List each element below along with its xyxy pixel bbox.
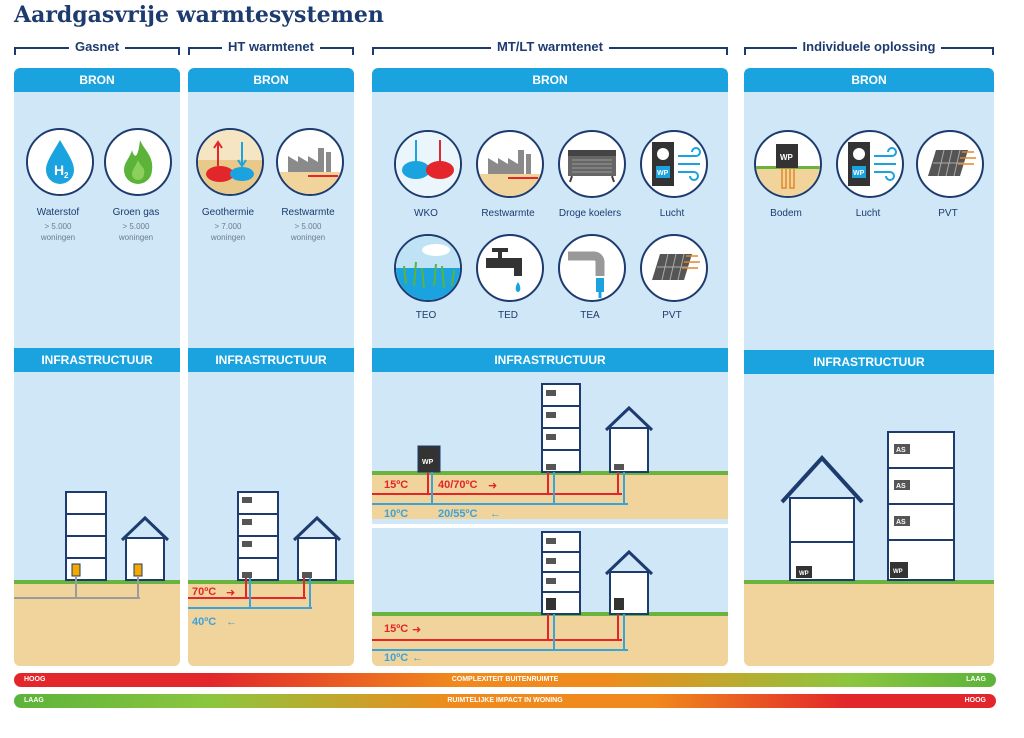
gasnet-infrastructure-illustration [14, 491, 170, 599]
ht-supply-temp: 70ºC [192, 586, 217, 598]
lt-return-temp: 10ºC [384, 652, 409, 664]
mt-return-bld-temp: 20/55ºC [438, 508, 478, 520]
source-pvt-mt-label: PVT [662, 310, 682, 321]
complexity-bar-right: LAAG [966, 676, 986, 683]
source-restwarmte-ht-sub: > 5.000 [294, 222, 322, 231]
infra-header: INFRASTRUCTUUR [372, 348, 728, 372]
green-gas-flame-icon [104, 128, 172, 196]
source-groengas-label: Groen gas [112, 207, 160, 218]
group-ind: Individuele oplossing [744, 38, 994, 56]
complexity-bar: HOOG COMPLEXITEIT BUITENRUIMTE LAAG [14, 673, 996, 687]
ht-supply-arrow: ➜ [226, 587, 236, 599]
source-geothermie-label: Geothermie [201, 207, 255, 218]
group-gasnet-label: Gasnet [68, 39, 126, 54]
source-geothermie-sub: > 7.000 [214, 222, 242, 231]
mt-return-arrow: ← [490, 508, 501, 520]
lt-return-arrow: ← [412, 652, 423, 664]
svg-text:2: 2 [64, 171, 69, 180]
svg-text:WP: WP [799, 571, 809, 577]
source-groengas-sub2: woningen [118, 233, 154, 242]
pvt-panel-icon [640, 234, 708, 302]
svg-text:WP: WP [780, 153, 794, 162]
panel-mtlt: BRON WP WKO Restwarmte Droge koelers Luc… [372, 68, 728, 666]
panel-individueel: BRON WP WP Bodem Lucht PVT INFRASTRUCTUU… [744, 68, 994, 666]
group-ht: HT warmtenet [188, 38, 354, 56]
ted-tap-icon [476, 234, 544, 302]
svg-text:AS: AS [896, 519, 906, 526]
wko-icon [394, 130, 462, 198]
svg-text:H: H [54, 162, 64, 178]
lt-supply-temp: 15ºC [384, 623, 409, 635]
source-ted-label: TED [498, 310, 518, 321]
svg-text:AS: AS [896, 483, 906, 490]
group-ind-label: Individuele oplossing [796, 39, 942, 54]
infra-header: INFRASTRUCTUUR [14, 348, 180, 372]
source-lucht-mt-label: Lucht [659, 208, 685, 219]
source-wko-label: WKO [414, 208, 438, 219]
mt-infrastructure-illustration: WP [372, 383, 654, 505]
page-title: Aardgasvrije warmtesystemen [14, 2, 384, 28]
source-restwarmte-ht-sub2: woningen [290, 233, 326, 242]
source-pvt-ind-label: PVT [938, 208, 958, 219]
ground-heatpump-icon: WP [754, 130, 822, 198]
group-gasnet: Gasnet [14, 38, 180, 56]
spatial-impact-bar-right: HOOG [964, 697, 986, 704]
group-mtlt-label: MT/LT warmtenet [491, 39, 609, 54]
mt-return-src-temp: 10ºC [384, 508, 409, 520]
mt-supply-src-temp: 15ºC [384, 479, 409, 491]
source-restwarmte-ht-label: Restwarmte [281, 207, 335, 218]
source-teo-label: TEO [415, 310, 437, 321]
panel-ht: BRON Geothermie > 7.000 woningen Restwar… [188, 68, 354, 666]
group-mtlt: MT/LT warmtenet [372, 38, 728, 56]
source-tea-label: TEA [580, 310, 600, 321]
bron-header: BRON [372, 68, 728, 92]
factory-icon [276, 128, 344, 196]
svg-text:WP: WP [657, 170, 669, 177]
pvt-panel-icon [916, 130, 984, 198]
source-droge-koelers-label: Droge koelers [558, 208, 622, 219]
air-heatpump-icon: WP [836, 130, 904, 198]
svg-text:WP: WP [893, 569, 903, 575]
svg-text:WP: WP [422, 459, 434, 466]
ht-return-temp: 40ºC [192, 616, 217, 628]
air-heatpump-icon: WP [640, 130, 708, 198]
infra-header: INFRASTRUCTUUR [744, 350, 994, 374]
factory-icon [476, 130, 544, 198]
group-ht-label: HT warmtenet [222, 39, 320, 54]
source-restwarmte-mt-label: Restwarmte [481, 208, 535, 219]
ht-return-arrow: ← [226, 616, 237, 628]
source-geothermie-sub2: woningen [210, 233, 246, 242]
individual-infrastructure-illustration: WP WP AS AS AS [780, 431, 955, 581]
lt-infrastructure-illustration [372, 531, 654, 651]
complexity-bar-left: HOOG [24, 676, 46, 683]
spatial-impact-bar: LAAG RUIMTELIJKE IMPACT IN WONING HOOG [14, 694, 996, 708]
bron-header: BRON [14, 68, 180, 92]
source-groengas-sub: > 5.000 [122, 222, 150, 231]
spatial-impact-bar-left: LAAG [24, 697, 44, 704]
bron-header: BRON [744, 68, 994, 92]
mt-supply-bld-temp: 40/70ºC [438, 479, 478, 491]
infra-header: INFRASTRUCTUUR [188, 348, 354, 372]
source-bodem-label: Bodem [770, 208, 802, 219]
bron-header: BRON [188, 68, 354, 92]
source-lucht-ind-label: Lucht [855, 208, 881, 219]
teo-surface-water-icon [394, 234, 462, 302]
source-waterstof-label: Waterstof [36, 207, 80, 218]
tea-pipe-icon [558, 234, 626, 302]
svg-text:AS: AS [896, 447, 906, 454]
source-waterstof-sub2: woningen [40, 233, 76, 242]
complexity-bar-label: COMPLEXITEIT BUITENRUIMTE [451, 676, 559, 683]
lt-supply-arrow: ➜ [412, 624, 422, 636]
geothermal-icon [196, 128, 264, 196]
dry-cooler-icon [558, 130, 626, 198]
mt-supply-arrow: ➜ [488, 480, 498, 492]
source-waterstof-sub: > 5.000 [44, 222, 72, 231]
svg-text:WP: WP [853, 170, 865, 177]
ht-infrastructure-illustration [188, 491, 342, 609]
spatial-impact-bar-label: RUIMTELIJKE IMPACT IN WONING [447, 697, 563, 704]
